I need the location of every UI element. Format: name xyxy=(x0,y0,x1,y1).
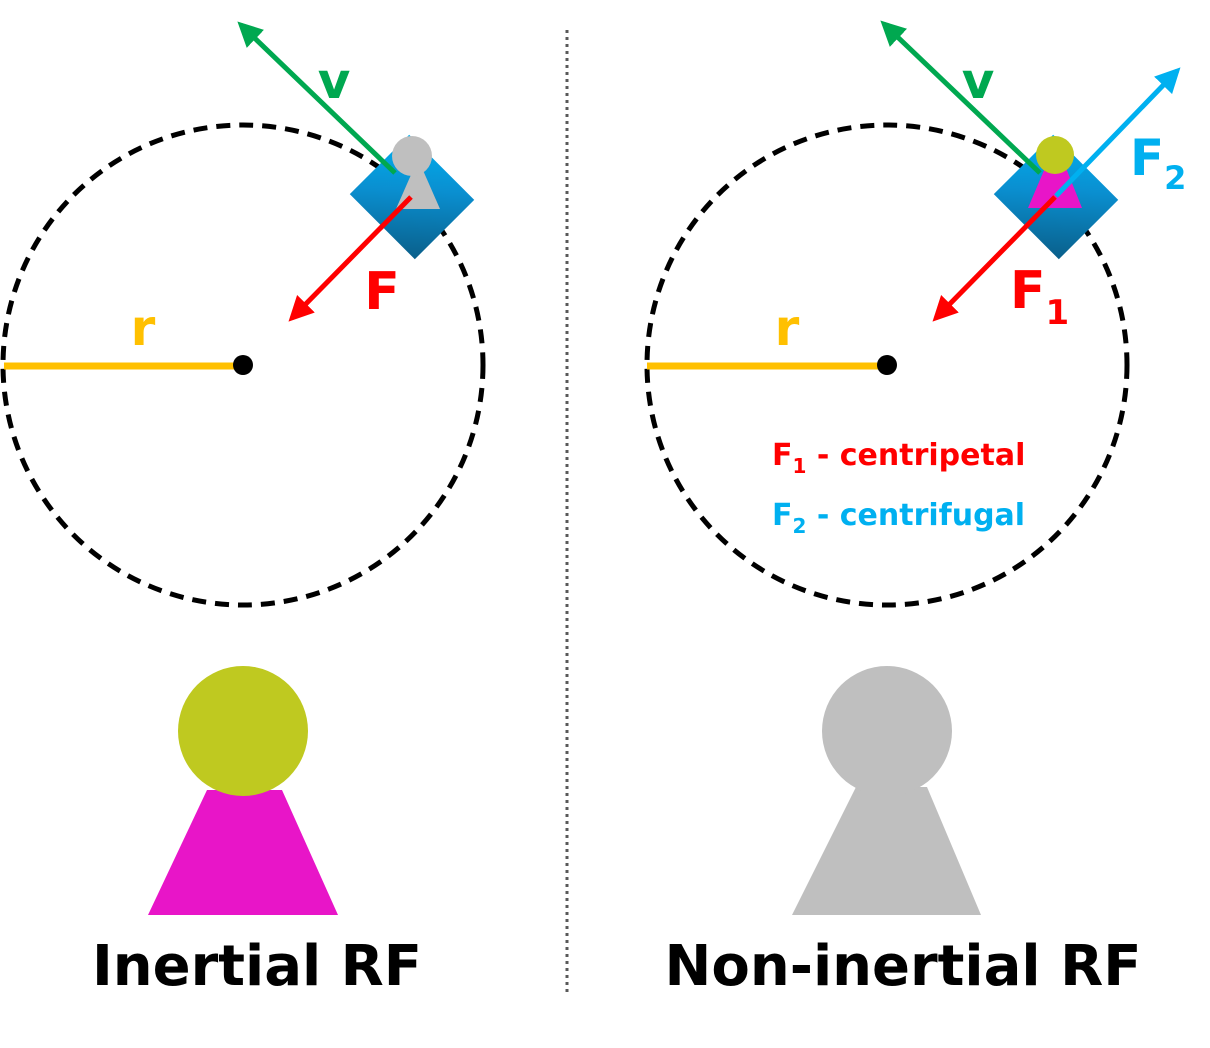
force-arrow xyxy=(288,195,413,322)
panel-caption: Inertial RF xyxy=(92,934,422,999)
centripetal-label: F1 xyxy=(1010,261,1069,333)
panel-caption: Non-inertial RF xyxy=(665,934,1142,999)
legend-centrifugal: F2 - centrifugal xyxy=(772,498,1025,538)
observer-figure xyxy=(792,666,981,915)
legend-centripetal: F1 - centripetal xyxy=(772,438,1025,478)
centrifugal-arrow xyxy=(1054,67,1181,198)
radius-label: r xyxy=(131,299,156,357)
observer-figure xyxy=(148,666,338,915)
centripetal-arrow xyxy=(932,195,1057,322)
velocity-label: v xyxy=(962,52,995,110)
velocity-arrow xyxy=(237,21,397,175)
velocity-label: v xyxy=(318,52,351,110)
orbit-circle xyxy=(644,122,1130,608)
center-point xyxy=(877,355,897,375)
non-inertial-panel: r v F2 F1 F1 - centripetal F2 - centrifu… xyxy=(644,20,1186,999)
force-label: F xyxy=(364,262,400,322)
velocity-arrow xyxy=(880,20,1042,175)
inertial-panel: r v F Inertial RF xyxy=(0,21,486,999)
passenger-figure xyxy=(1028,136,1082,208)
centrifugal-label: F2 xyxy=(1130,129,1186,197)
orbit-circle xyxy=(0,122,486,608)
center-point xyxy=(233,355,253,375)
radius-label: r xyxy=(775,299,800,357)
force-legend: F1 - centripetal F2 - centrifugal xyxy=(772,438,1025,538)
